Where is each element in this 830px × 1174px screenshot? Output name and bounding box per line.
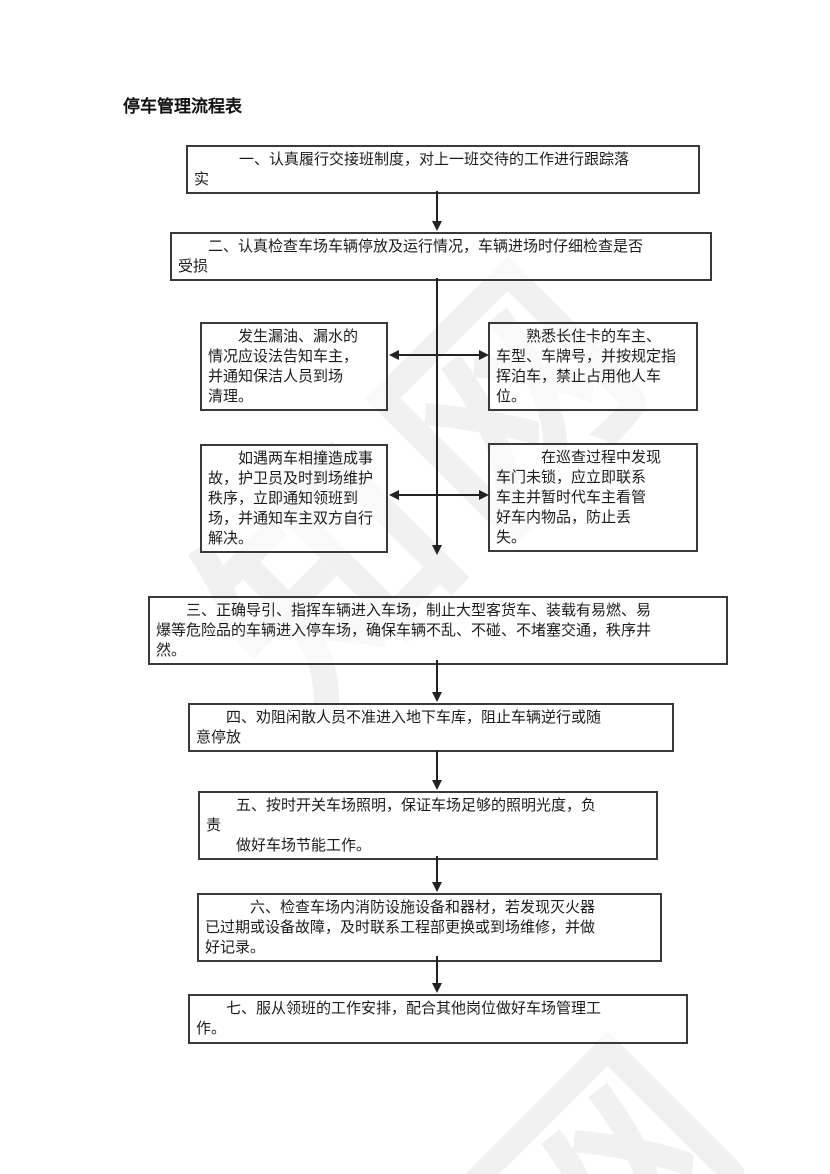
- flow-step-7: 七、服从领班的工作安排，配合其他岗位做好车场管理工 作。: [188, 994, 688, 1044]
- arrow-line: [436, 750, 438, 782]
- arrow-line: [436, 278, 438, 546]
- arrow-line: [396, 494, 482, 496]
- arrow-head-down-icon: [432, 882, 442, 892]
- flow-step-5: 五、按时开关车场照明，保证车场足够的照明光度，负 责 做好车场节能工作。: [198, 791, 658, 860]
- flow-step-4: 四、劝阻闲散人员不准进入地下车库，阻止车辆逆行或随 意停放: [188, 703, 674, 752]
- arrow-head-down-icon: [432, 983, 442, 993]
- arrow-line: [396, 354, 482, 356]
- arrow-head-right-icon: [479, 350, 489, 360]
- flow-branch-collision: 如遇两车相撞造成事 故，护卫员及时到场维护 秩序，立即通知领班到 场，并通知车主…: [200, 444, 388, 553]
- arrow-head-right-icon: [479, 490, 489, 500]
- flow-branch-oil-leak: 发生漏油、漏水的 情况应设法告知车主， 并通知保洁人员到场 清理。: [200, 322, 388, 411]
- arrow-head-left-icon: [389, 490, 399, 500]
- arrow-line: [436, 191, 438, 223]
- flow-step-1: 一、认真履行交接班制度，对上一班交待的工作进行跟踪落 实: [186, 145, 700, 194]
- arrow-line: [436, 660, 438, 694]
- flow-step-2: 二、认真检查车场车辆停放及运行情况，车辆进场时仔细检查是否 受损: [170, 232, 712, 281]
- arrow-head-left-icon: [389, 350, 399, 360]
- arrow-head-down-icon: [432, 780, 442, 790]
- watermark-cnki-bottom: 知网: [214, 946, 813, 1174]
- arrow-head-down-icon: [432, 692, 442, 702]
- arrow-line: [436, 956, 438, 985]
- flow-branch-regular-cards: 熟悉长住卡的车主、 车型、车牌号，并按规定指 挥泊车，禁止占用他人车 位。: [488, 322, 698, 411]
- page-title: 停车管理流程表: [123, 97, 242, 116]
- flow-branch-unlocked-door: 在巡查过程中发现 车门未锁，应立即联系 车主并暂时代车主看管 好车内物品，防止丢…: [488, 443, 698, 552]
- arrow-line: [436, 856, 438, 884]
- flow-step-6: 六、检查车场内消防设施设备和器材，若发现灭火器 已过期或设备故障，及时联系工程部…: [197, 893, 662, 962]
- arrow-head-down-icon: [432, 545, 442, 555]
- arrow-head-down-icon: [432, 221, 442, 231]
- flow-step-3: 三、正确导引、指挥车辆进入车场，制止大型客货车、装载有易燃、易 爆等危险品的车辆…: [148, 596, 728, 665]
